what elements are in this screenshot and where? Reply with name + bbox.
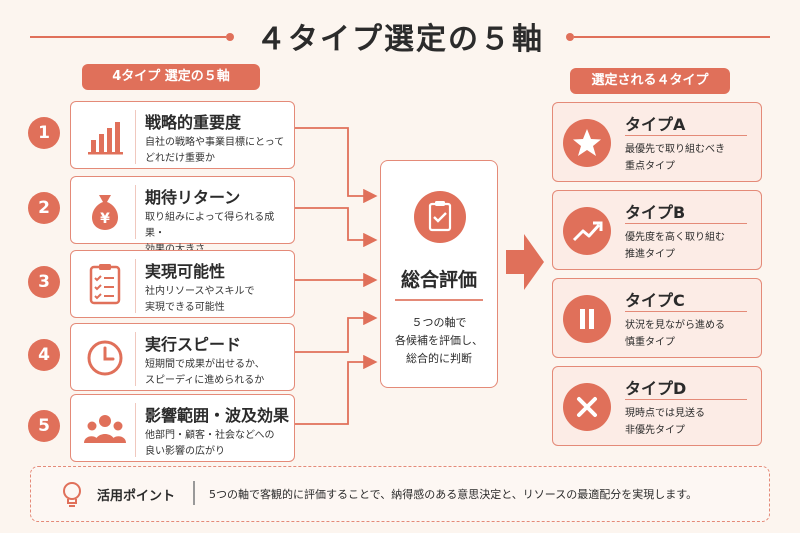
- type-desc: 優先度を高く取り組む 推進タイプ: [625, 232, 725, 260]
- clock-icon: [87, 340, 123, 376]
- type-desc: 最優先で取り組むべき 重点タイプ: [625, 144, 725, 172]
- axis-card: ¥ 期待リターン 取り組みによって得られる成果・ 効果の大きさ: [70, 176, 295, 255]
- card-divider: [135, 259, 136, 313]
- type-title: タイプD: [625, 379, 687, 398]
- type-divider: [625, 135, 747, 136]
- star-icon: [563, 119, 611, 167]
- axis-title: 実現可能性: [145, 262, 226, 281]
- type-card: タイプC 状況を見ながら進める 慎重タイプ: [552, 278, 762, 358]
- axis-desc: 自社の戦略や事業目標にとって どれだけ重要か: [145, 137, 285, 164]
- type-desc: 現時点では見送る 非優先タイプ: [625, 408, 705, 436]
- trend-up-icon: [563, 207, 611, 255]
- card-divider: [135, 332, 136, 386]
- axis-number: 2: [28, 192, 60, 224]
- checklist-icon: [89, 264, 121, 305]
- type-title: タイプC: [625, 291, 685, 310]
- axis-card: 実行スピード 短期間で成果が出せるか、 スピーディに進められるか: [70, 323, 295, 391]
- evaluation-desc: ５つの軸で 各候補を評価し、 総合的に判断: [395, 316, 483, 365]
- axis-number: 3: [28, 266, 60, 298]
- usage-point-banner: 活用ポイント 5つの軸で客観的に評価することで、納得感のある意思決定と、リソース…: [30, 466, 770, 522]
- bar-chart-icon: [88, 122, 123, 155]
- clipboard-check-icon: [414, 191, 466, 243]
- usage-point-text: 5つの軸で客観的に評価することで、納得感のある意思決定と、リソースの最適配分を実…: [209, 488, 698, 501]
- card-divider: [135, 403, 136, 457]
- banner-divider: [193, 481, 195, 505]
- axis-title: 戦略的重要度: [145, 113, 242, 132]
- axis-title: 期待リターン: [145, 188, 241, 207]
- type-title: タイプB: [625, 203, 686, 222]
- type-card: タイプB 優先度を高く取り組む 推進タイプ: [552, 190, 762, 270]
- axis-card: 実現可能性 社内リソースやスキルで 実現できる可能性: [70, 250, 295, 318]
- evaluation-divider: [395, 299, 483, 301]
- title-dot-right: [566, 33, 574, 41]
- title-rule-right: [574, 36, 770, 38]
- axis-card: 影響範囲・波及効果 他部門・顧客・社会などへの 良い影響の広がり: [70, 394, 295, 462]
- axis-desc: 短期間で成果が出せるか、 スピーディに進められるか: [145, 359, 265, 386]
- people-icon: [84, 415, 126, 443]
- evaluation-title: 総合評価: [400, 269, 477, 291]
- title-rule-left: [30, 36, 226, 38]
- svg-text:¥: ¥: [100, 211, 110, 227]
- card-divider: [135, 110, 136, 164]
- axis-title: 影響範囲・波及効果: [145, 406, 290, 425]
- left-header: 4タイプ 選定の５軸: [82, 64, 260, 90]
- type-divider: [625, 223, 747, 224]
- evaluation-box: 総合評価 ５つの軸で 各候補を評価し、 総合的に判断: [380, 160, 498, 388]
- lightbulb-icon: [63, 482, 81, 507]
- type-card: タイプD 現時点では見送る 非優先タイプ: [552, 366, 762, 446]
- axis-desc: 社内リソースやスキルで 実現できる可能性: [145, 286, 255, 313]
- page-title: ４タイプ選定の５軸: [256, 22, 544, 57]
- right-header: 選定される４タイプ: [570, 68, 730, 94]
- usage-point-label: 活用ポイント: [97, 489, 176, 504]
- axis-number: 5: [28, 410, 60, 442]
- result-arrow: [506, 234, 544, 290]
- cross-icon: [563, 383, 611, 431]
- axis-desc: 取り組みによって得られる成果・ 効果の大きさ: [145, 212, 275, 255]
- type-card: タイプA 最優先で取り組むべき 重点タイプ: [552, 102, 762, 182]
- type-title: タイプA: [625, 115, 686, 134]
- axis-card: 戦略的重要度 自社の戦略や事業目標にとって どれだけ重要か: [70, 101, 295, 169]
- axis-desc: 他部門・顧客・社会などへの 良い影響の広がり: [145, 430, 275, 457]
- axis-title: 実行スピード: [145, 335, 242, 354]
- title-dot-left: [226, 33, 234, 41]
- type-divider: [625, 399, 747, 400]
- pause-icon: [563, 295, 611, 343]
- axis-number: 4: [28, 339, 60, 371]
- card-divider: [135, 185, 136, 239]
- axis-number: 1: [28, 117, 60, 149]
- type-divider: [625, 311, 747, 312]
- type-desc: 状況を見ながら進める 慎重タイプ: [625, 320, 725, 348]
- money-bag-icon: ¥: [92, 195, 118, 230]
